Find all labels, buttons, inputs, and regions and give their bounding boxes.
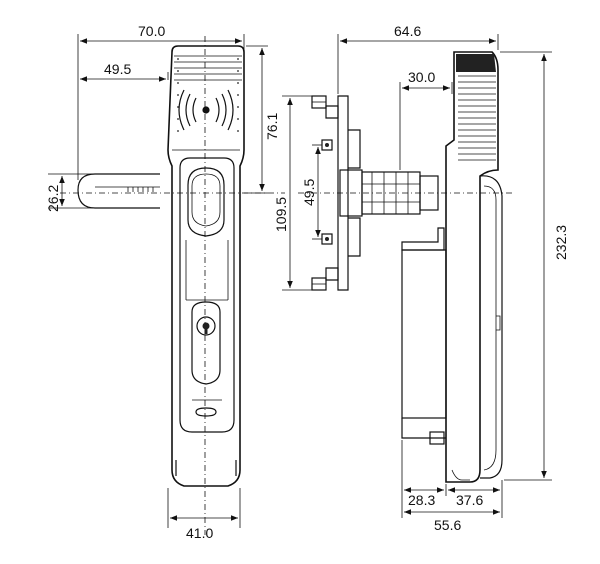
dim-overall-height: 232.3 [553,225,569,260]
lock-body-base [401,418,446,439]
lever-shaft-teeth [127,187,154,192]
dim-top-width: 70.0 [138,23,165,39]
lock-body-screw [429,431,445,445]
side-view [298,51,512,483]
mount-screws [311,95,333,291]
keyhole-icon [196,316,216,336]
front-top-ribs [174,55,242,81]
dim-escutcheon-depth: 37.6 [456,492,483,508]
dim-handle-offset: 49.5 [104,61,131,77]
mount-bracket-tabs [325,105,339,281]
dim-body-depth: 28.3 [408,492,435,508]
lock-body-bracket [401,227,445,251]
front-rib-dots [177,58,239,132]
front-handle [179,157,235,433]
spindle-rings [362,172,420,214]
side-bottom-curve [451,469,470,481]
rfid-wave-icon [178,89,234,131]
front-grip-recess [187,167,225,237]
lever-shaft [77,173,160,209]
front-key-housing [191,301,221,385]
side-top-ribs [456,54,496,161]
dim-base-depth: 55.6 [434,517,461,533]
dim-mount-outer: 109.5 [273,197,289,232]
dim-overall-depth: 64.6 [394,23,421,39]
side-escutcheon [445,51,499,483]
mount-steps [348,129,361,257]
dim-mount-inner: 49.5 [301,179,317,206]
dim-spindle-offset: 30.0 [408,69,435,85]
spindle-collar [419,175,439,211]
side-handle-inner [483,185,497,471]
side-handle [479,175,503,479]
front-dimensions: 70.0 49.5 76.1 26.2 41.0 [45,23,280,541]
mount-bracket-plate [337,95,349,291]
front-bottom-edges [175,460,237,476]
front-view [60,36,285,535]
side-handle-button [496,315,501,331]
lock-body-box [401,249,447,419]
front-grip-inner [191,173,221,227]
front-bottom-slot [195,407,217,417]
dim-handle-thickness: 26.2 [45,185,61,212]
dim-upper-height: 76.1 [264,113,280,140]
dim-base-width: 41.0 [186,525,213,541]
side-dimensions: 64.6 30.0 109.5 49.5 232.3 28.3 37.6 55.… [273,23,569,533]
front-escutcheon [167,45,245,487]
